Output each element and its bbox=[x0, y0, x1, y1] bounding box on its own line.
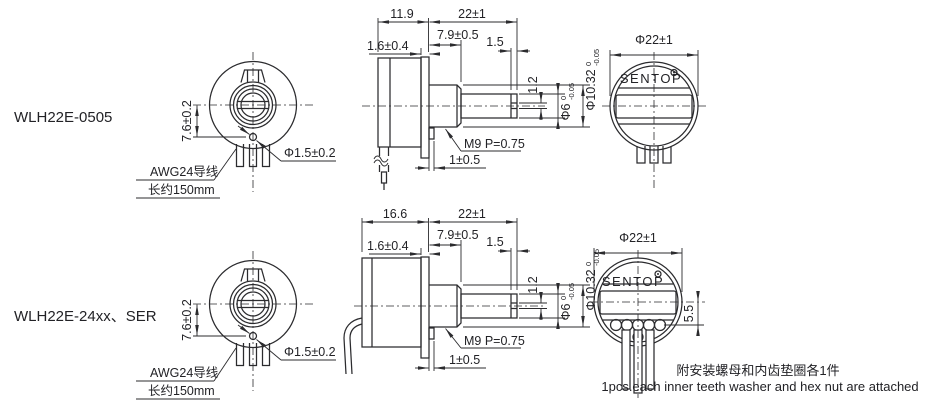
front-view-top: 7.6±0.2 Φ1.5±0.2 AWG24导线 长约150mm bbox=[136, 52, 336, 199]
dim-shaft-dia: Φ6 0 -0.05 bbox=[559, 83, 576, 121]
svg-text:-0.05: -0.05 bbox=[592, 49, 601, 66]
svg-text:Φ6: Φ6 bbox=[559, 303, 573, 320]
dim-shaft-length: 22±1 bbox=[458, 7, 486, 21]
svg-text:7.6±0.2: 7.6±0.2 bbox=[180, 299, 194, 341]
svg-text:7.6±0.2: 7.6±0.2 bbox=[180, 100, 194, 142]
dim-slot-width: 1.2 bbox=[526, 276, 540, 293]
dim-hole-offset: 7.6±0.2 bbox=[180, 100, 194, 142]
brand-text: SENTOP bbox=[602, 274, 664, 289]
svg-text:0: 0 bbox=[584, 262, 593, 266]
svg-text:Φ10.32: Φ10.32 bbox=[584, 69, 598, 110]
dim-bushing-dia: Φ10.32 0 -0.05 bbox=[584, 49, 601, 111]
dim-body-depth: 11.9 bbox=[390, 7, 413, 21]
dim-terminal-offset: 5.5 bbox=[682, 305, 696, 322]
svg-text:-0.05: -0.05 bbox=[592, 249, 601, 266]
dim-bushing-length: 7.9±0.5 bbox=[437, 28, 479, 42]
dim-outer-dia: Φ22±1 bbox=[619, 231, 657, 245]
terminal-pin bbox=[261, 343, 271, 367]
rear-view-bottom: Φ22±1 SENTOP 5.5 bbox=[590, 231, 705, 398]
dim-shaft-length: 22±1 bbox=[458, 207, 486, 221]
svg-text:Φ6: Φ6 bbox=[559, 103, 573, 120]
svg-text:1.2: 1.2 bbox=[526, 276, 540, 293]
dim-pin-protrusion: 1±0.5 bbox=[449, 153, 480, 167]
dim-pin-protrusion: 1±0.5 bbox=[449, 353, 480, 367]
flange bbox=[420, 256, 430, 359]
dim-flange-thickness: 1.6±0.4 bbox=[367, 239, 409, 253]
dim-body-depth: 16.6 bbox=[383, 207, 407, 221]
svg-text:0: 0 bbox=[559, 96, 568, 100]
terminal-pin bbox=[261, 144, 271, 168]
terminal-pin bbox=[235, 144, 245, 168]
lead-wire bbox=[621, 329, 631, 390]
attachment-note-en: 1pcs.each inner teeth washer and hex nut… bbox=[601, 379, 918, 394]
svg-text:1.2: 1.2 bbox=[526, 76, 540, 93]
flange bbox=[420, 56, 430, 159]
model-label-top: WLH22E-0505 bbox=[14, 109, 112, 126]
lead-wire bbox=[645, 329, 655, 390]
dim-slot-width: 1.2 bbox=[526, 76, 540, 93]
dim-outer-dia: Φ22±1 bbox=[635, 33, 673, 47]
rear-view-top: Φ22±1 SENTOP bbox=[602, 33, 706, 190]
svg-text:0: 0 bbox=[559, 296, 568, 300]
dim-shaft-dia: Φ6 0 -0.05 bbox=[559, 283, 576, 321]
wire-note-line2: 长约150mm bbox=[148, 182, 215, 197]
wire-note-line1: AWG24导线 bbox=[150, 366, 219, 380]
dim-hole-offset: 7.6±0.2 bbox=[180, 299, 194, 341]
terminal-pin bbox=[235, 343, 245, 367]
dim-flange-thickness: 1.6±0.4 bbox=[367, 39, 409, 53]
index-dot bbox=[670, 68, 678, 77]
break-symbol bbox=[373, 155, 389, 163]
locating-pin bbox=[428, 327, 435, 340]
locating-pin bbox=[428, 127, 435, 140]
side-view-bottom: 16.6 22±1 7.9±0.5 1.6±0.4 1.5 1.2 Φ6 0 -… bbox=[343, 207, 601, 375]
model-label-bottom: WLH22E-24xx、SER bbox=[14, 308, 157, 325]
lead-wire bbox=[343, 317, 363, 375]
dim-bushing-length: 7.9±0.5 bbox=[437, 228, 479, 242]
thread-spec: M9 P=0.75 bbox=[464, 137, 525, 151]
dim-slot-depth: 1.5 bbox=[486, 235, 503, 249]
svg-text:-0.05: -0.05 bbox=[567, 83, 576, 100]
attachment-note-cn: 附安装螺母和内齿垫圈各1件 bbox=[676, 363, 839, 378]
brand-text: SENTOP bbox=[620, 71, 682, 86]
svg-text:-0.05: -0.05 bbox=[567, 283, 576, 300]
side-view-top: 11.9 22±1 7.9±0.5 1.6±0.4 1.5 1.2 Φ6 0 -… bbox=[362, 7, 601, 190]
wire-note-line1: AWG24导线 bbox=[150, 165, 219, 179]
svg-text:5.5: 5.5 bbox=[682, 305, 696, 322]
thread-spec: M9 P=0.75 bbox=[464, 334, 525, 348]
terminal-pin bbox=[636, 146, 646, 164]
dim-hole-dia: Φ1.5±0.2 bbox=[284, 146, 336, 160]
front-view-bottom: 7.6±0.2 Φ1.5±0.2 AWG24导线 长约150mm bbox=[136, 251, 336, 400]
terminal-pin bbox=[662, 146, 672, 164]
wire-note-line2: 长约150mm bbox=[148, 383, 215, 398]
dim-slot-depth: 1.5 bbox=[486, 35, 503, 49]
svg-text:0: 0 bbox=[584, 62, 593, 66]
terminal-pin bbox=[649, 146, 659, 164]
index-dot bbox=[654, 270, 662, 278]
dim-hole-dia: Φ1.5±0.2 bbox=[284, 345, 336, 359]
